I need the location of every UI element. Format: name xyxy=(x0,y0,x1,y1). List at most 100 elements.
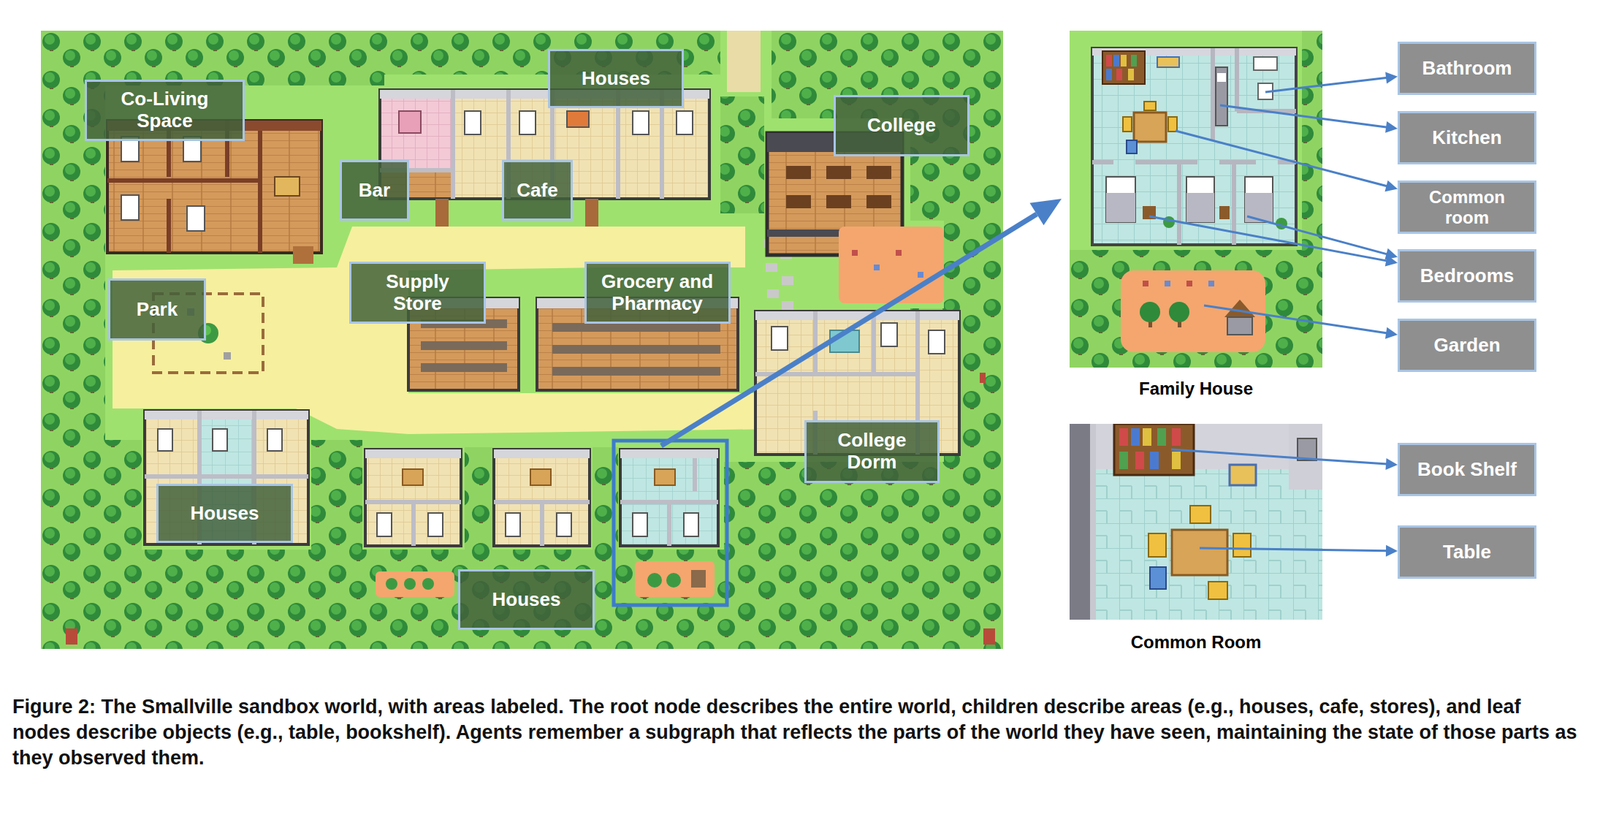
object-label: Common room xyxy=(1397,180,1537,234)
supply-store-building xyxy=(420,341,508,350)
label-text: Park xyxy=(136,298,178,321)
furniture xyxy=(1244,176,1273,223)
roads xyxy=(781,301,794,310)
room-furniture xyxy=(1130,428,1140,446)
grass xyxy=(40,30,1004,649)
label-text: Co-Living Space xyxy=(103,88,228,133)
house-floor xyxy=(1092,48,1297,245)
college-yard xyxy=(895,249,902,256)
inset-panel: Family House xyxy=(1069,30,1323,368)
grass xyxy=(1069,249,1323,368)
furniture xyxy=(1163,216,1175,228)
bottom-houses xyxy=(428,512,443,537)
top-houses xyxy=(632,111,649,135)
furniture xyxy=(1168,116,1177,132)
grocery-building xyxy=(552,344,721,354)
room-furniture xyxy=(1171,529,1228,575)
zoom-arrow xyxy=(1030,198,1063,226)
leader-arrow xyxy=(1204,305,1398,339)
furniture xyxy=(1106,54,1112,67)
garden xyxy=(1164,280,1171,287)
furniture xyxy=(1122,116,1132,132)
garden xyxy=(1168,301,1190,323)
bottom-houses xyxy=(365,449,462,459)
bottom-houses xyxy=(666,572,681,588)
room-furniture xyxy=(1208,581,1228,600)
furniture xyxy=(1116,68,1123,81)
area-label: Bar xyxy=(339,160,410,221)
object-label: Bedrooms xyxy=(1397,249,1537,303)
co-living-building xyxy=(274,176,300,196)
forest xyxy=(40,30,1004,649)
house-floor xyxy=(1092,48,1297,245)
grass xyxy=(40,30,1004,649)
room-floor xyxy=(1069,423,1323,620)
forest xyxy=(105,549,1004,649)
furniture xyxy=(1120,54,1127,67)
forest xyxy=(720,96,765,214)
furniture xyxy=(1102,51,1145,85)
top-houses xyxy=(676,111,693,135)
bottom-houses xyxy=(505,512,521,537)
label-text: Supply Store xyxy=(374,271,462,315)
area-label: Houses xyxy=(547,48,684,109)
area-label: Park xyxy=(108,278,207,341)
left-houses xyxy=(157,428,173,451)
bottom-houses xyxy=(632,512,648,537)
label-text: College Dorm xyxy=(821,429,924,474)
left-houses xyxy=(144,410,309,545)
bottom-houses xyxy=(691,569,706,588)
college-building xyxy=(826,165,852,179)
object-label: Kitchen xyxy=(1397,111,1537,165)
panel-heading: Family House xyxy=(1069,378,1323,399)
bottom-houses xyxy=(404,577,416,590)
bottom-houses xyxy=(634,561,715,597)
label-text: Bathroom xyxy=(1422,57,1513,80)
furniture xyxy=(1219,206,1230,220)
furniture xyxy=(1133,112,1167,142)
top-houses xyxy=(585,198,599,227)
label-text: Grocery and Pharmacy xyxy=(592,271,723,315)
bottom-houses xyxy=(376,512,392,537)
forest xyxy=(311,439,363,550)
garden xyxy=(1227,317,1253,335)
map-props xyxy=(979,372,986,383)
area-label: Supply Store xyxy=(349,261,486,324)
area-label: Houses xyxy=(156,483,293,543)
leader-line xyxy=(1175,130,1388,187)
top-houses xyxy=(381,91,453,171)
dorm-building xyxy=(771,326,788,350)
map-props xyxy=(983,628,996,645)
arrow-head xyxy=(1385,121,1398,133)
bottom-houses xyxy=(530,469,551,486)
room-furniture xyxy=(1149,566,1167,589)
caption-text: Figure 2: The Smallville sandbox world, … xyxy=(12,695,1578,769)
figure-caption: Figure 2: The Smallville sandbox world, … xyxy=(12,694,1584,771)
room-floor xyxy=(1069,423,1096,620)
room-furniture xyxy=(1119,451,1129,470)
room-furniture xyxy=(1135,451,1145,470)
arrow-head xyxy=(1385,72,1398,85)
label-text: Bar xyxy=(358,179,391,202)
highlight-frame xyxy=(613,440,727,605)
room-furniture xyxy=(1190,505,1211,524)
room-furniture xyxy=(1157,428,1167,446)
furniture xyxy=(1157,56,1180,68)
top-houses xyxy=(519,111,536,135)
leader-line xyxy=(1171,449,1388,464)
room-furniture xyxy=(1149,451,1159,470)
furniture xyxy=(1186,192,1215,223)
label-text: Houses xyxy=(190,502,260,525)
top-houses xyxy=(435,198,449,227)
common-room-inset xyxy=(1069,423,1323,620)
bottom-houses xyxy=(402,469,424,486)
area-label: Cafe xyxy=(501,160,573,221)
roads xyxy=(767,289,779,299)
room-floor xyxy=(1090,423,1096,620)
furniture xyxy=(1215,67,1228,126)
area-label: Grocery and Pharmacy xyxy=(584,261,731,324)
label-text: Book Shelf xyxy=(1417,458,1517,481)
college-yard xyxy=(838,226,944,304)
park xyxy=(223,352,231,360)
